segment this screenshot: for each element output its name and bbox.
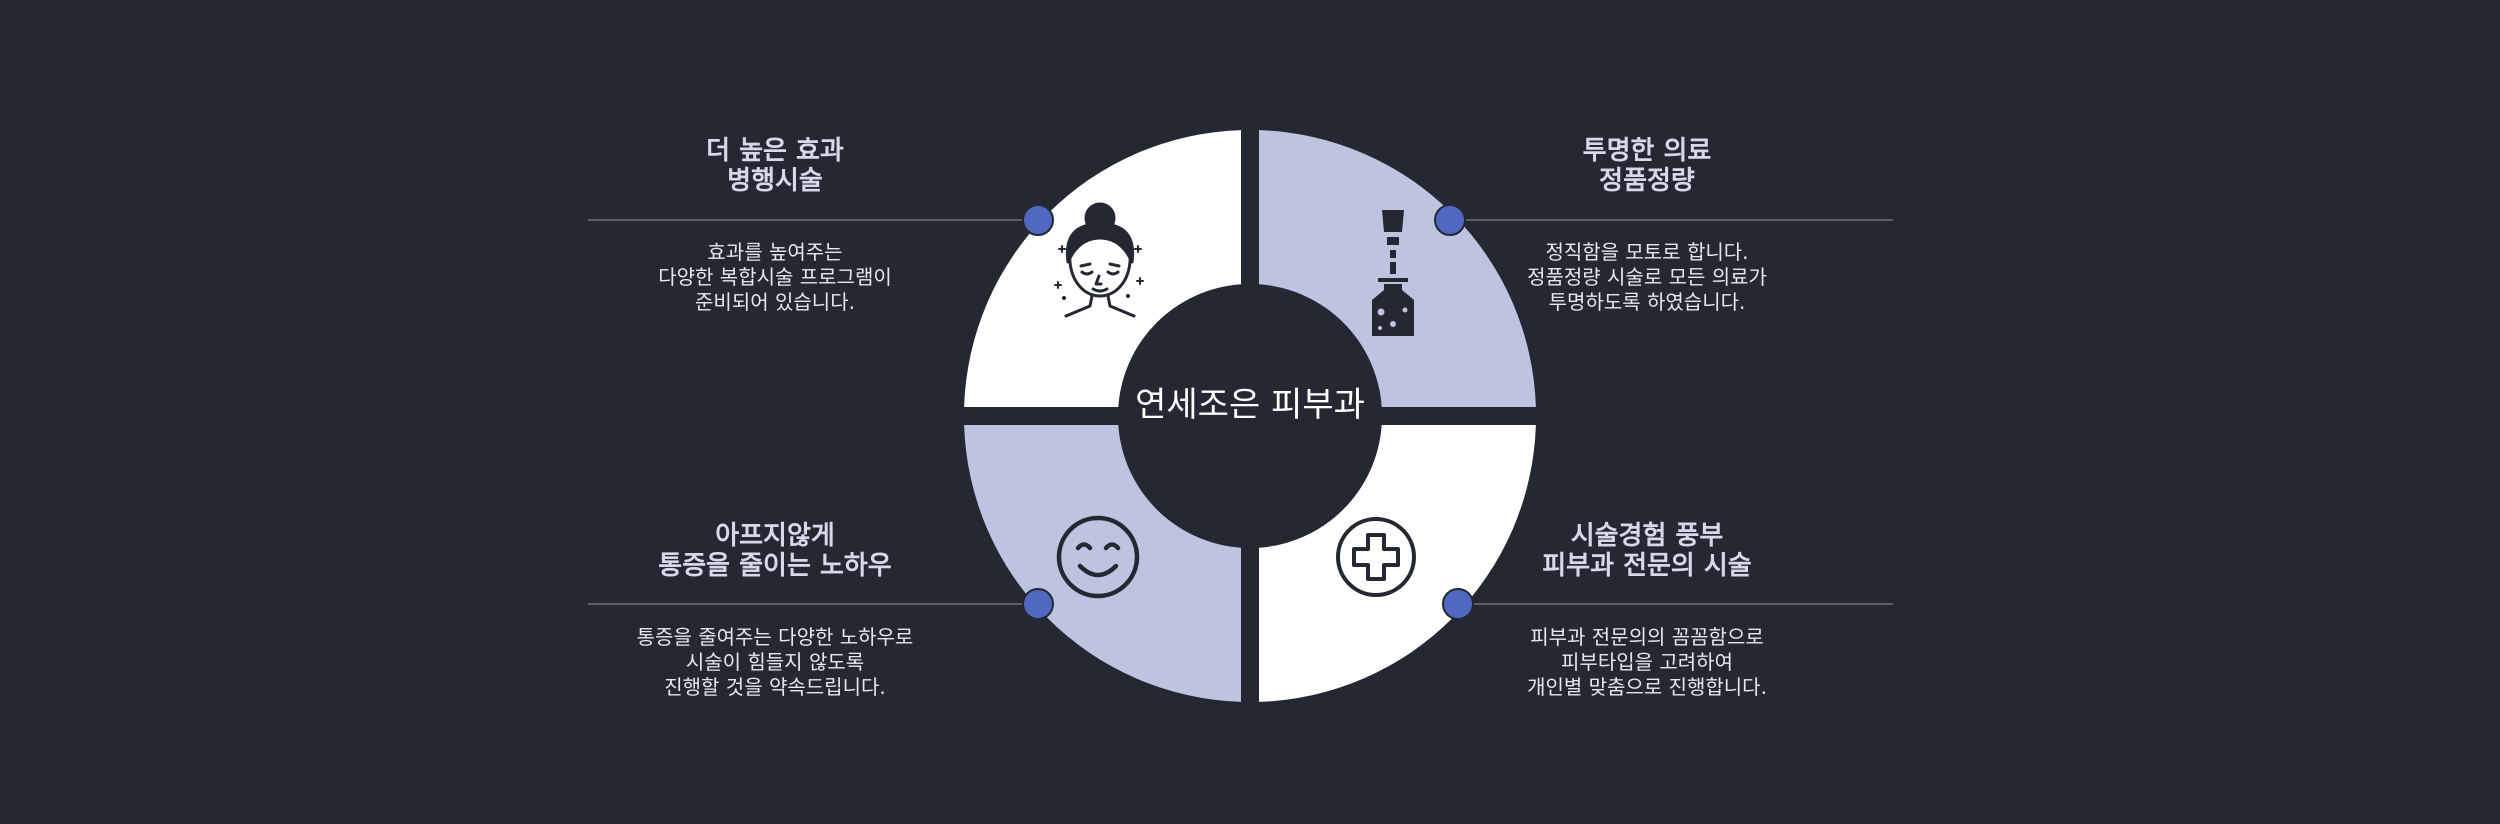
feature-title-line: 통증을 줄이는 노하우 xyxy=(658,551,892,581)
syringe-vial-icon xyxy=(1372,210,1414,336)
woman-face-icon xyxy=(1054,202,1144,318)
feature-title-top-right: 투명한 의료 정품정량 xyxy=(1447,136,1847,196)
smiley-face-icon xyxy=(1056,515,1140,599)
feature-title-line: 더 높은 효과 xyxy=(706,136,844,166)
feature-title-top-left: 더 높은 효과 병행시술 xyxy=(575,136,975,196)
feature-desc-line: 다양한 복합시술 프로그램이 xyxy=(658,265,892,289)
feature-title-line: 병행시술 xyxy=(727,166,823,196)
feature-desc-line: 정직함을 모토로 합니다. xyxy=(1545,240,1749,264)
feature-desc-bottom-left: 통증을 줄여주는 다양한 노하우로 시술이 힘들지 않도록 진행할 것을 약속드… xyxy=(575,625,975,700)
feature-desc-top-right: 정직함을 모토로 합니다. 정품정량 시술로 모든 의료가 투명하도록 하였습니… xyxy=(1447,240,1847,315)
feature-desc-line: 통증을 줄여주는 다양한 노하우로 xyxy=(636,625,914,649)
feature-title-line: 시술경험 풍부 xyxy=(1570,521,1724,551)
feature-title-bottom-right: 시술경험 풍부 피부과 전문의 시술 xyxy=(1447,521,1847,581)
feature-desc-line: 진행할 것을 약속드립니다. xyxy=(664,675,886,699)
feature-title-line: 정품정량 xyxy=(1599,166,1695,196)
feature-desc-line: 준비되어 있습니다. xyxy=(695,290,855,314)
connector-dot-bottom-right xyxy=(1442,588,1474,620)
feature-title-line: 아프지않게 xyxy=(715,521,835,551)
feature-title-line: 투명한 의료 xyxy=(1582,136,1712,166)
connector-dot-bottom-left xyxy=(1022,588,1054,620)
feature-desc-top-left: 효과를 높여주는 다양한 복합시술 프로그램이 준비되어 있습니다. xyxy=(575,240,975,315)
feature-desc-bottom-right: 피부과 전문의의 꼼꼼함으로 피부타입을 고려하여 개인별 맞춤으로 진행합니다… xyxy=(1447,625,1847,700)
connector-dot-top-left xyxy=(1022,204,1054,236)
feature-desc-line: 투명하도록 하였습니다. xyxy=(1548,290,1746,314)
center-title: 연세조은 피부과 xyxy=(1135,385,1365,425)
feature-title-bottom-left: 아프지않게 통증을 줄이는 노하우 xyxy=(575,521,975,581)
medical-cross-icon xyxy=(1336,517,1416,597)
feature-desc-line: 효과를 높여주는 xyxy=(707,240,843,264)
ring-segment-bottom-left xyxy=(964,425,1241,702)
feature-desc-line: 피부타입을 고려하여 xyxy=(1561,650,1733,674)
feature-desc-line: 피부과 전문의의 꼼꼼함으로 xyxy=(1530,625,1764,649)
ring-segment-top-right xyxy=(1259,130,1536,407)
feature-desc-line: 시술이 힘들지 않도록 xyxy=(685,650,865,674)
feature-desc-line: 개인별 맞춤으로 진행합니다. xyxy=(1527,675,1767,699)
feature-title-line: 피부과 전문의 시술 xyxy=(1542,551,1752,581)
connector-dot-top-right xyxy=(1434,204,1466,236)
feature-desc-line: 정품정량 시술로 모든 의료가 xyxy=(1527,265,1767,289)
